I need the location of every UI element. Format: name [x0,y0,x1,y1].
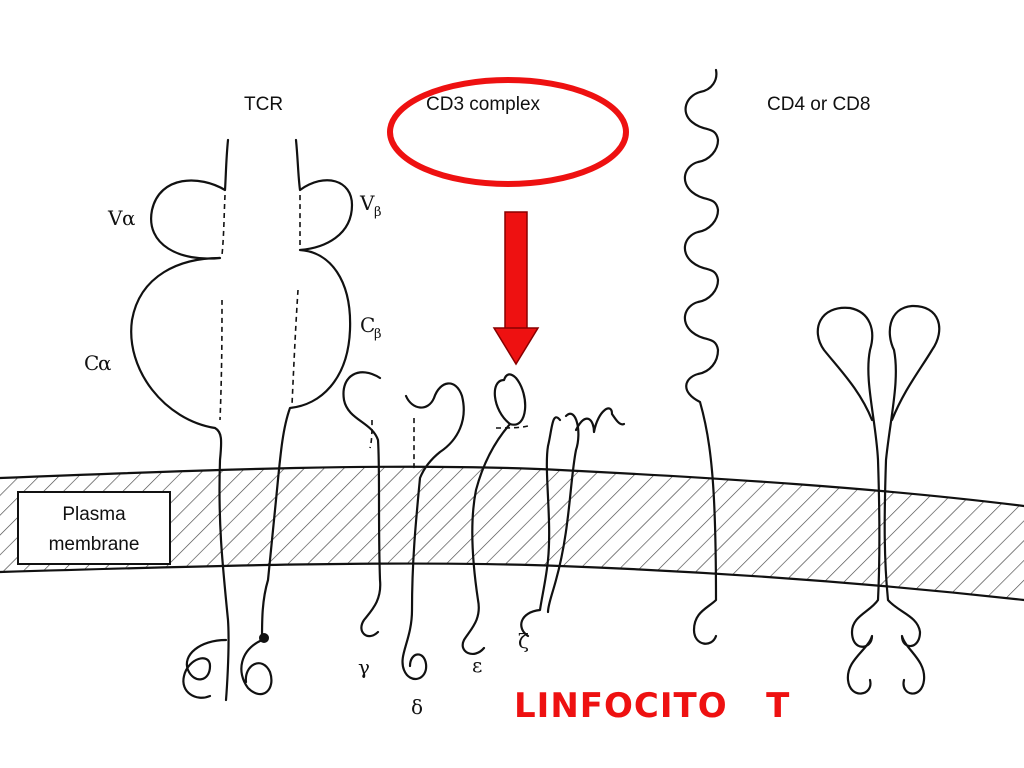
membrane-label-box: Plasma membrane [17,491,171,565]
cd3-highlight-arrow [492,211,540,366]
gamma-label: γ [358,655,370,679]
c-beta-label: C [360,313,375,337]
cd3-zeta-chain [520,407,626,638]
membrane-label-line1: Plasma [62,504,126,525]
cd3-title: CD3 complex [426,94,541,115]
cd3-epsilon-chain [461,373,529,656]
delta-label: δ [411,695,423,719]
zeta-label: ζ [518,629,529,653]
cd4-cd8-chain [683,68,720,645]
cd8-dimer [816,304,941,695]
cd3-highlight-ellipse [387,77,629,187]
membrane-label-line2: membrane [49,534,140,555]
tcr-title: TCR [244,94,283,115]
tcr-alpha-chain [130,138,230,702]
caption-linfocito-t: LINFOCITO T [514,686,790,726]
c-alpha-label: C [84,351,99,375]
cd3-delta-chain [401,382,465,681]
tcr-beta-chain [240,138,354,696]
plasma-membrane [0,465,1024,602]
v-alpha-sub: α [122,206,136,230]
c-beta-sub: β [374,327,382,342]
v-alpha-label: V [107,206,123,230]
cd3-gamma-chain [342,371,382,638]
coreceptor-title: CD4 or CD8 [767,94,870,115]
epsilon-label: ε [472,653,482,677]
v-beta-label: V [359,191,375,215]
v-beta-sub: β [374,205,382,220]
c-alpha-sub: α [98,351,112,375]
